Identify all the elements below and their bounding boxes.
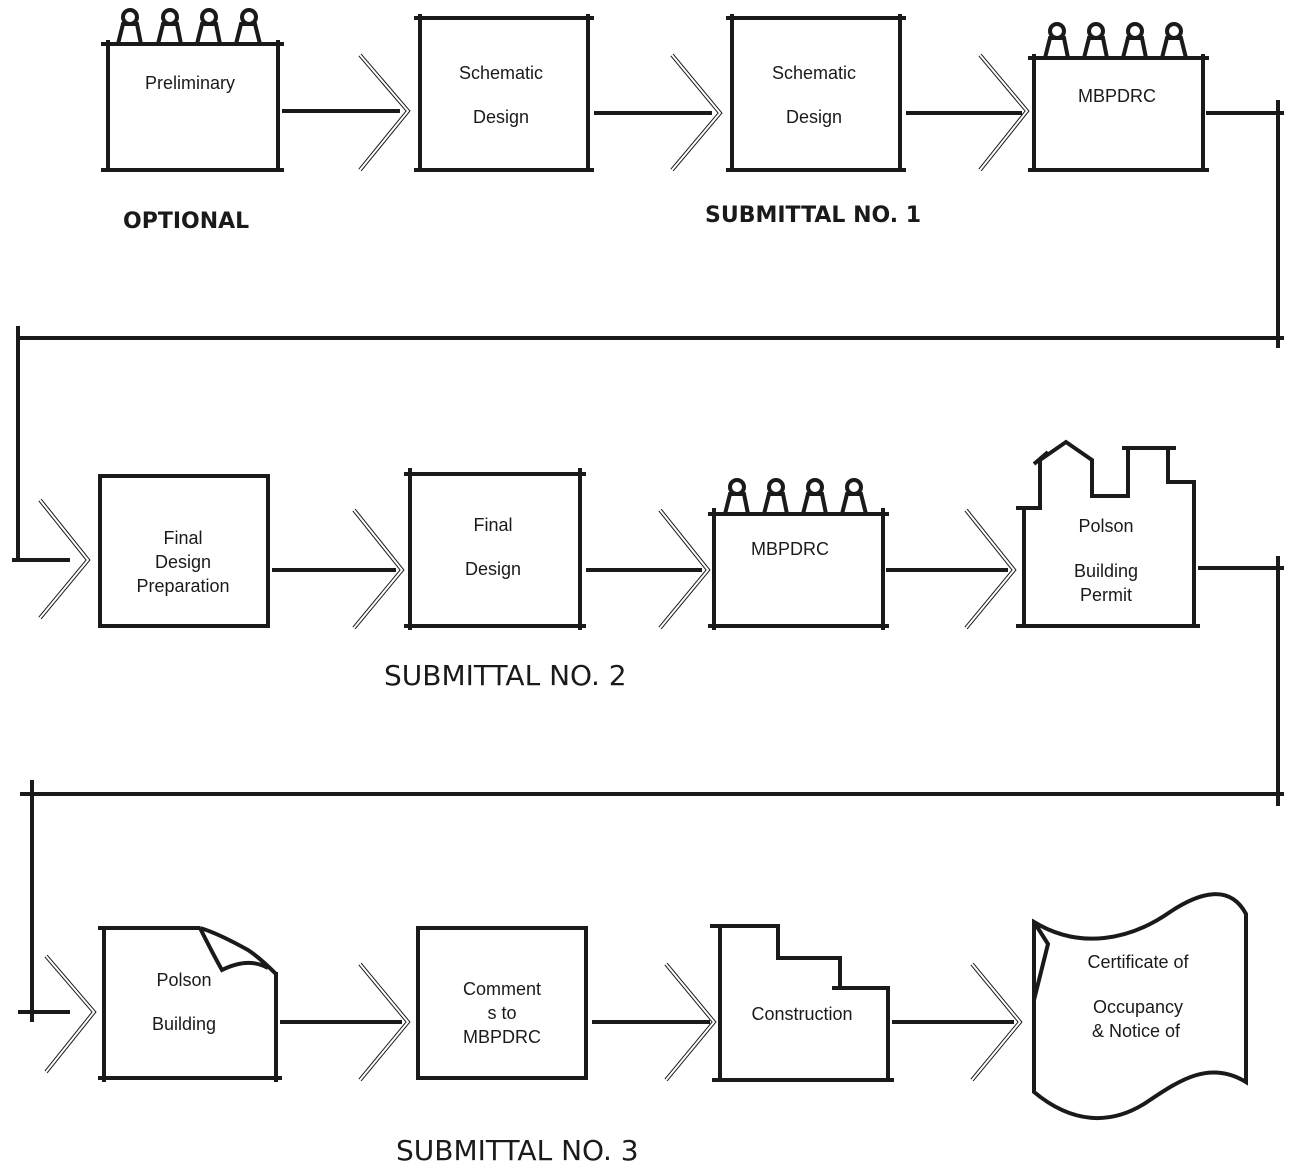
step-label: Construction (751, 1004, 852, 1024)
step-label: Occupancy (1093, 997, 1183, 1017)
step-construction: Construction (710, 924, 894, 1082)
arrowhead-icon (44, 954, 97, 1074)
step-label: Building (152, 1014, 216, 1034)
stepped-outline-icon (710, 924, 894, 1082)
row-connector (18, 556, 1284, 1022)
step-final-design: Final Design (404, 468, 586, 630)
step-label: Design (786, 107, 842, 127)
arrowhead-icon (358, 962, 411, 1082)
step-comments-to-mbpdrc: Comment s to MBPDRC (416, 926, 588, 1080)
arrowhead-icon (970, 962, 1023, 1082)
step-schematic-design-1: Schematic Design (414, 14, 594, 172)
step-label: Design (155, 552, 211, 572)
step-label: Polson (1078, 516, 1133, 536)
step-label: Permit (1080, 585, 1132, 605)
arrowhead-icon (658, 508, 711, 630)
step-mbpdrc-1: MBPDRC (1028, 22, 1209, 172)
step-polson-building-permit: Polson Building Permit (1016, 439, 1200, 628)
arrowhead-icon (978, 53, 1030, 172)
step-final-design-preparation: Final Design Preparation (98, 474, 270, 628)
step-label: Polson (156, 970, 211, 990)
building-outline-icon (1016, 439, 1200, 628)
step-label: MBPDRC (463, 1027, 541, 1047)
arrowhead-icon (670, 53, 723, 172)
step-schematic-design-2: Schematic Design (726, 14, 906, 172)
step-label: MBPDRC (1078, 86, 1156, 106)
arrowhead-icon (352, 508, 405, 630)
arrowhead-icon (358, 53, 411, 172)
curved-document-icon (1032, 892, 1248, 1121)
folded-corner-icon (198, 926, 278, 976)
step-label: & Notice of (1092, 1021, 1181, 1041)
step-label: Final (473, 515, 512, 535)
step-certificate-of-occupancy: Certificate of Occupancy & Notice of (1032, 892, 1248, 1121)
caption-submittal-2: SUBMITTAL NO. 2 (384, 659, 627, 692)
arrowhead-icon (38, 498, 91, 620)
step-label: Final (163, 528, 202, 548)
step-label: Certificate of (1087, 952, 1189, 972)
step-label: Preliminary (145, 73, 235, 93)
step-label: Building (1074, 561, 1138, 581)
step-mbpdrc-2: MBPDRC (708, 478, 889, 630)
caption-optional: OPTIONAL (123, 209, 249, 234)
step-label: Design (465, 559, 521, 579)
arrowhead-icon (664, 962, 717, 1082)
stamp-rings-icon (714, 478, 883, 516)
stamp-rings-icon (108, 8, 278, 46)
step-label: Schematic (459, 63, 543, 83)
caption-submittal-3: SUBMITTAL NO. 3 (396, 1134, 639, 1167)
caption-submittal-1: SUBMITTAL NO. 1 (705, 203, 921, 228)
step-label: Preparation (136, 576, 229, 596)
step-label: s to (487, 1003, 516, 1023)
step-polson-building: Polson Building (98, 926, 282, 1082)
step-preliminary: Preliminary (101, 8, 284, 172)
step-label: Comment (463, 979, 541, 999)
arrowhead-icon (964, 508, 1017, 630)
step-label: MBPDRC (751, 539, 829, 559)
step-label: Design (473, 107, 529, 127)
stamp-rings-icon (1034, 22, 1203, 60)
row-connector (12, 100, 1284, 562)
step-label: Schematic (772, 63, 856, 83)
